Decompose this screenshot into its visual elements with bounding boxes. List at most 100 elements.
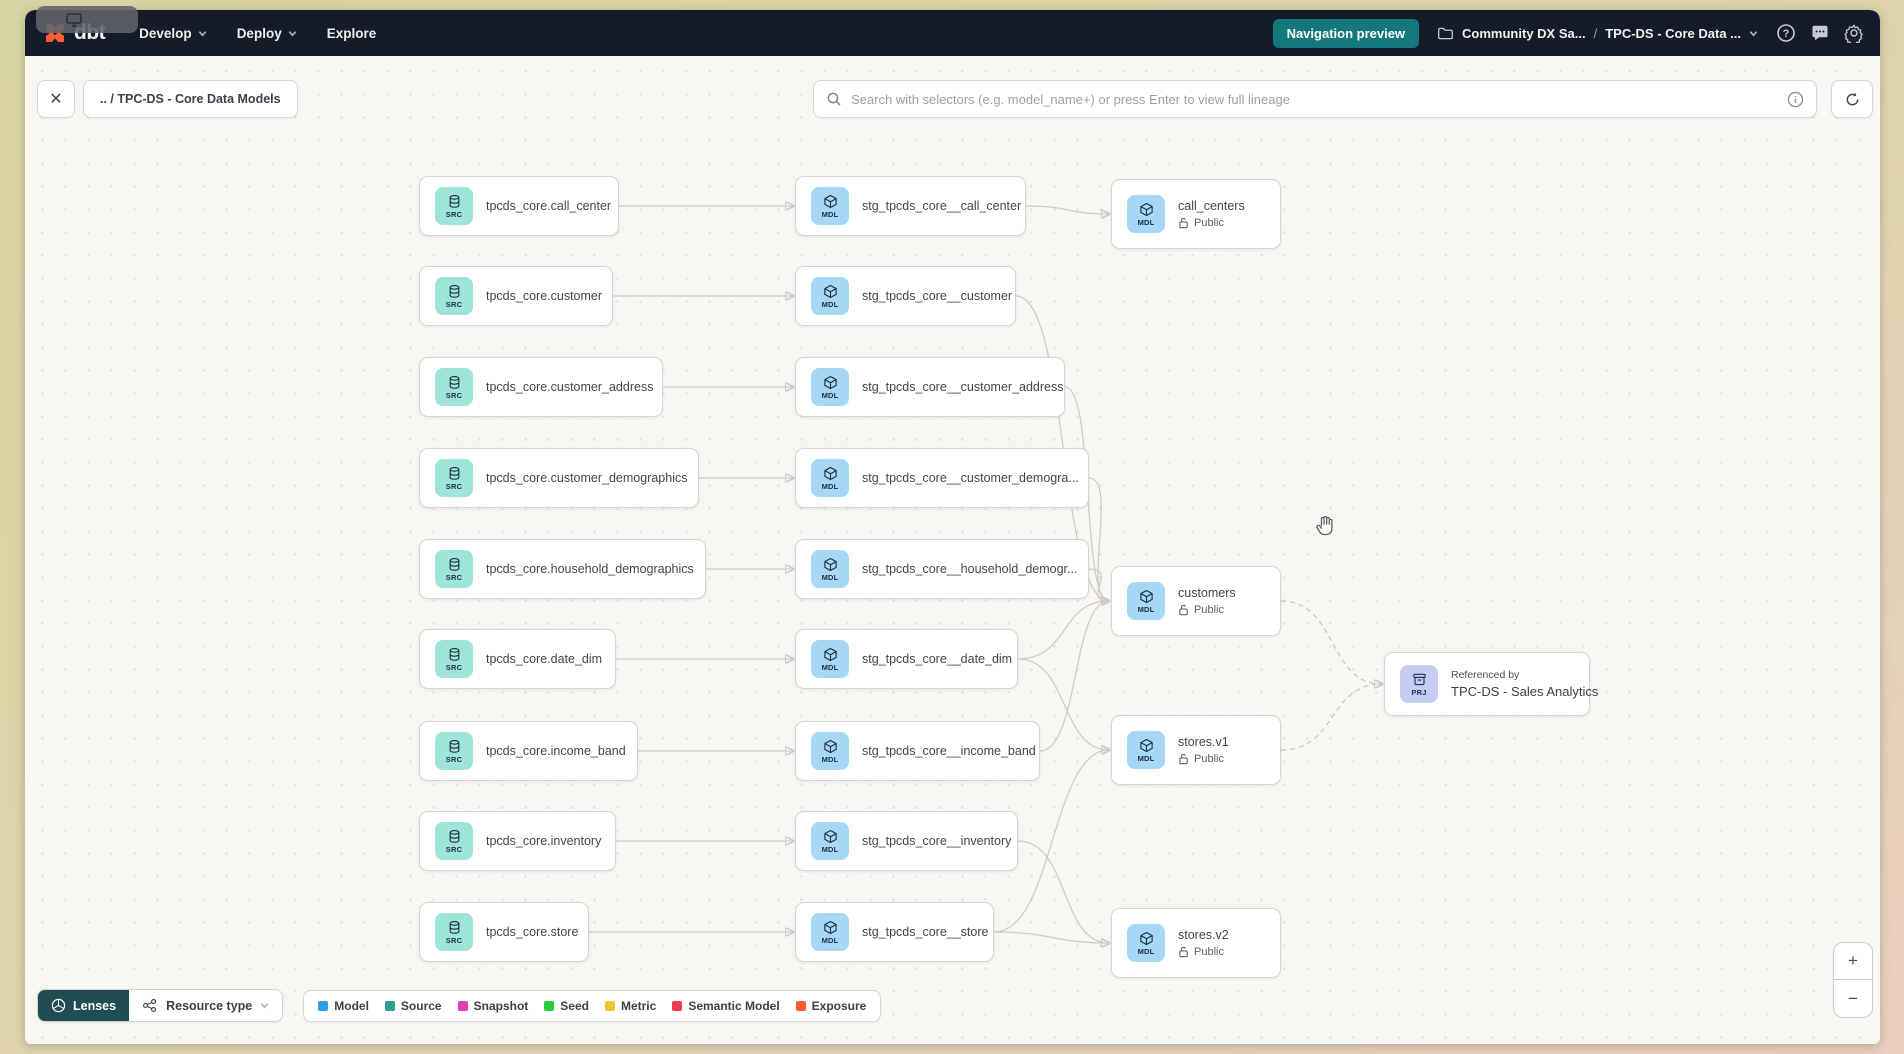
node-title: call_centers [1178,199,1245,213]
lenses-button[interactable]: Lenses [38,990,130,1021]
node-title: tpcds_core.household_demographics [486,562,694,576]
lineage-search[interactable] [813,80,1817,118]
legend-item-source: Source [384,998,442,1013]
node-title: stg_tpcds_core__store [862,925,989,939]
node-stg_customer_demographics[interactable]: MDL stg_tpcds_core__customer_demogra... [795,448,1089,508]
gear-icon[interactable] [1844,23,1864,43]
nav-item-label: Develop [139,25,192,41]
resource-type-icon [143,998,157,1013]
lineage-breadcrumb[interactable]: .. / TPC-DS - Core Data Models [83,80,298,118]
feedback-icon[interactable] [1810,23,1830,43]
node-stg_household_demographics[interactable]: MDL stg_tpcds_core__household_demogr... [795,539,1089,599]
public-unlock-icon [1179,753,1188,765]
zoom-out-button[interactable]: − [1848,988,1858,1008]
legend-swatch [384,1000,395,1011]
src-badge-icon: SRC [435,368,473,406]
mdl-badge-icon: MDL [1127,582,1165,620]
mdl-badge-icon: MDL [811,732,849,770]
access-label: Public [1194,217,1224,229]
help-icon[interactable]: ? [1776,23,1796,43]
node-title: stg_tpcds_core__date_dim [862,652,1013,666]
legend-label: Source [400,998,442,1013]
crumb-separator: / [1593,25,1598,41]
legend-label: Snapshot [473,998,529,1013]
nav-item-develop[interactable]: Develop [139,26,207,41]
node-access: Public [1178,217,1245,229]
node-src_inventory[interactable]: SRC tpcds_core.inventory [419,811,616,871]
mdl-badge-icon: MDL [811,550,849,588]
project-name: Community DX Sa... [1462,25,1586,41]
chevron-down-icon [260,1003,269,1009]
node-stg_income_band[interactable]: MDL stg_tpcds_core__income_band [795,721,1040,781]
src-badge-icon: SRC [435,732,473,770]
legend-swatch [318,1000,329,1011]
node-src_customer_address[interactable]: SRC tpcds_core.customer_address [419,357,663,417]
node-title: tpcds_core.date_dim [486,652,603,666]
node-title: stg_tpcds_core__call_center [862,199,1022,213]
nav-item-deploy[interactable]: Deploy [237,26,297,41]
chevron-down-icon [1749,30,1758,37]
node-access: Public [1178,753,1229,765]
legend-item-snapshot: Snapshot [457,998,529,1013]
node-src_income_band[interactable]: SRC tpcds_core.income_band [419,721,638,781]
legend-swatch [544,1000,555,1011]
mdl-badge-icon: MDL [811,913,849,951]
legend-swatch [795,1000,806,1011]
zoom-in-button[interactable]: + [1834,943,1872,980]
node-title: tpcds_core.inventory [486,834,602,848]
node-title: tpcds_core.call_center [486,199,612,213]
resource-type-button[interactable]: Resource type [129,990,283,1021]
svg-text:?: ? [1783,28,1790,40]
lens-controls: Lenses Resource type [37,989,284,1022]
node-title: stg_tpcds_core__income_band [862,744,1036,758]
search-input[interactable] [851,91,1787,107]
screen-share-indicator [36,6,138,33]
node-stg_store[interactable]: MDL stg_tpcds_core__store [795,902,994,962]
chevron-down-icon [288,30,296,37]
prj-badge-icon: PRJ [1400,665,1438,703]
node-title: stg_tpcds_core__household_demogr... [862,562,1078,576]
primary-nav: Develop Deploy Explore [139,26,406,41]
folder-icon [1438,27,1453,39]
src-badge-icon: SRC [435,822,473,860]
legend-swatch [604,1000,615,1011]
src-badge-icon: SRC [435,913,473,951]
chevron-down-icon [198,30,206,37]
mdl-badge-icon: MDL [1127,731,1165,769]
nav-item-explore[interactable]: Explore [327,26,377,41]
node-title: stg_tpcds_core__customer_demogra... [862,471,1079,485]
legend-label: Model [334,998,369,1013]
resource-type-label: Resource type [166,998,253,1013]
legend-item-model: Model [318,999,369,1013]
info-icon[interactable] [1787,91,1804,108]
legend-swatch [457,1000,468,1011]
refresh-lineage-button[interactable] [1831,80,1873,118]
src-badge-icon: SRC [435,550,473,588]
node-eyebrow: Referenced by [1451,669,1520,681]
node-title: tpcds_core.income_band [486,744,626,758]
navigation-preview-button[interactable]: Navigation preview [1272,18,1420,48]
node-src_household_demographics[interactable]: SRC tpcds_core.household_demographics [419,539,706,599]
mdl-badge-icon: MDL [811,822,849,860]
legend-label: Seed [560,998,589,1013]
mdl-badge-icon: MDL [811,459,849,497]
close-lineage-button[interactable]: ✕ [37,80,75,118]
node-title: tpcds_core.customer_address [486,380,654,394]
project-breadcrumb[interactable]: Community DX Sa... / TPC-DS - Core Data … [1437,25,1758,42]
